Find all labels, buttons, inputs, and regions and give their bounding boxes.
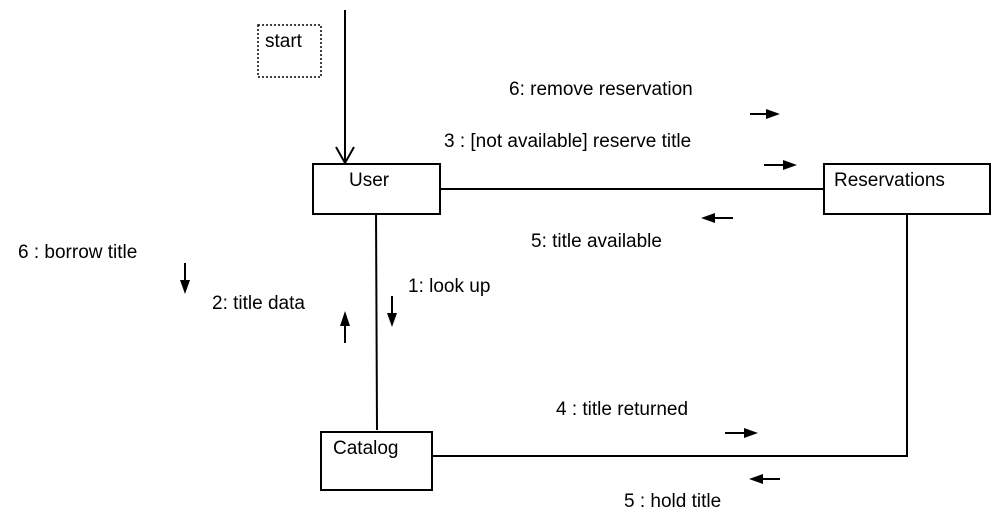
message-title-data-arrowhead	[340, 311, 350, 326]
message-hold-title-arrowhead	[749, 474, 763, 484]
message-title-available: 5: title available	[531, 231, 662, 252]
message-remove-reservation: 6: remove reservation	[509, 79, 693, 100]
link-reservations-catalog	[432, 210, 908, 457]
message-title-data: 2: title data	[212, 293, 305, 314]
user-object-label: User	[349, 170, 390, 191]
message-reserve-title-arrowhead	[783, 160, 797, 170]
message-look-up: 1: look up	[408, 276, 490, 297]
message-look-up-arrowhead	[387, 313, 397, 327]
message-remove-reservation-arrowhead	[766, 109, 780, 119]
message-hold-title: 5 : hold title	[624, 491, 721, 512]
message-borrow-title: 6 : borrow title	[18, 242, 137, 263]
link-user-catalog	[375, 209, 378, 431]
reservations-object-label: Reservations	[834, 170, 945, 191]
message-borrow-title-arrowhead	[180, 280, 190, 294]
message-title-returned: 4 : title returned	[556, 399, 688, 420]
message-reserve-title: 3 : [not available] reserve title	[444, 131, 691, 152]
catalog-object-label: Catalog	[333, 438, 399, 459]
reservations-object-box	[823, 163, 991, 215]
message-title-returned-arrowhead	[744, 428, 758, 438]
catalog-object-box	[320, 431, 433, 491]
user-object-box	[312, 163, 441, 215]
message-title-available-arrowhead	[701, 213, 715, 223]
start-label: start	[265, 31, 303, 52]
start-note-box	[257, 24, 322, 78]
